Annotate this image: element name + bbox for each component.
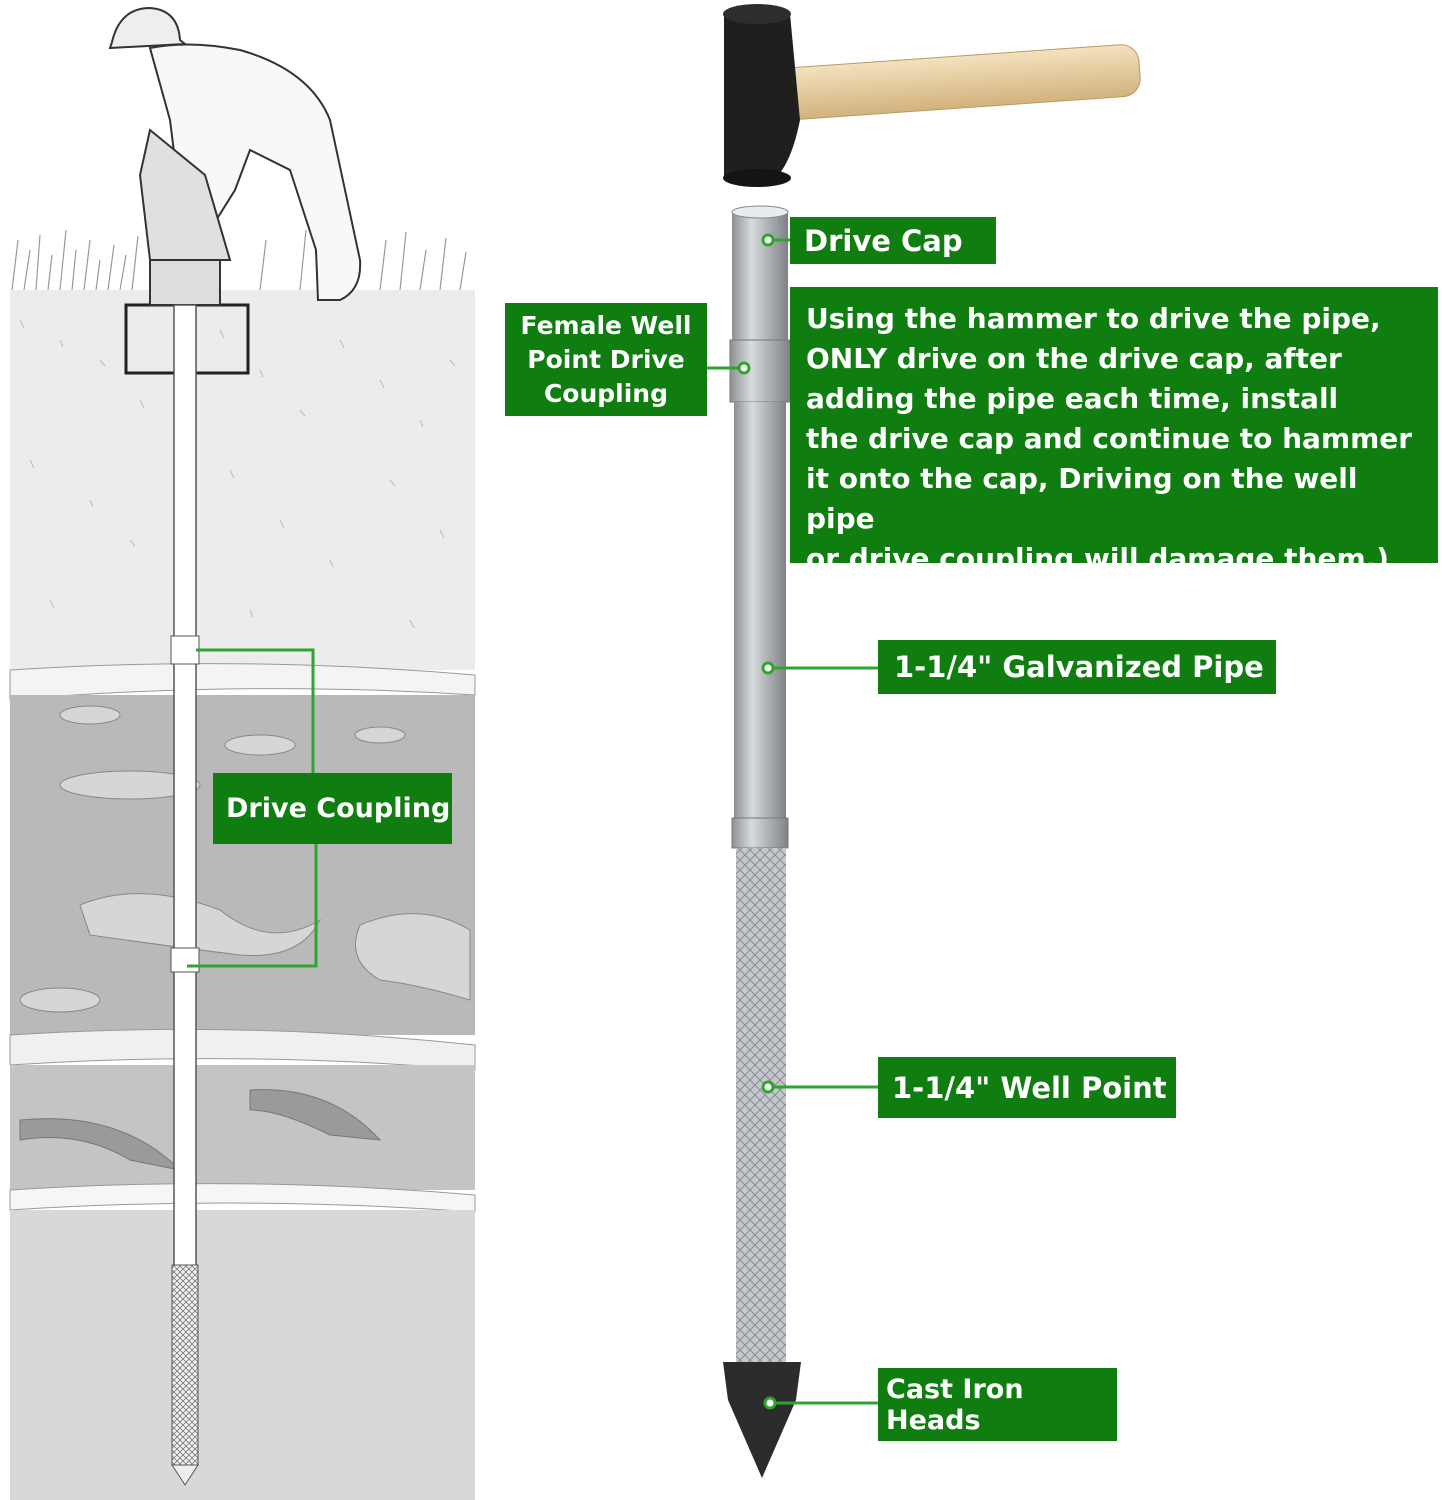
female-coupling-text: Female Well Point Drive Coupling xyxy=(520,310,692,408)
leader-dots xyxy=(737,233,777,1410)
instructions-label: Using the hammer to drive the pipe, ONLY… xyxy=(790,287,1438,575)
pipe-assembly xyxy=(723,205,801,1478)
bedrock-layer xyxy=(10,1210,475,1500)
topsoil-layer xyxy=(10,290,475,670)
well-point-text: 1-1/4" Well Point xyxy=(892,1070,1167,1105)
galvanized-pipe-label: 1-1/4" Galvanized Pipe xyxy=(878,640,1276,694)
drive-cap-label: Drive Cap xyxy=(790,217,996,264)
well-point xyxy=(736,848,786,1368)
female-coupling-label: Female Well Point Drive Coupling xyxy=(505,303,707,416)
cast-iron-heads-label: Cast Iron Heads xyxy=(878,1368,1117,1441)
sledge-hammer-icon xyxy=(723,4,1141,187)
drive-coupling-text: Drive Coupling xyxy=(226,793,451,824)
well-pipe-illustration xyxy=(170,304,200,1486)
drive-coupling-label: Drive Coupling xyxy=(213,773,452,844)
drive-cap xyxy=(732,210,788,340)
pipe-coupling xyxy=(731,817,789,849)
cast-iron-heads-text: Cast Iron Heads xyxy=(886,1373,1024,1436)
cast-iron-head xyxy=(723,1362,801,1478)
worker-illustration xyxy=(108,6,362,375)
drive-cap-text: Drive Cap xyxy=(804,223,963,258)
well-point-label: 1-1/4" Well Point xyxy=(878,1057,1176,1118)
instructions-text: Using the hammer to drive the pipe, ONLY… xyxy=(806,302,1413,575)
drive-coupling-leader xyxy=(187,648,318,968)
ground-cross-section xyxy=(9,0,476,1500)
galvanized-pipe xyxy=(734,402,786,818)
galvanized-pipe-text: 1-1/4" Galvanized Pipe xyxy=(894,650,1264,684)
